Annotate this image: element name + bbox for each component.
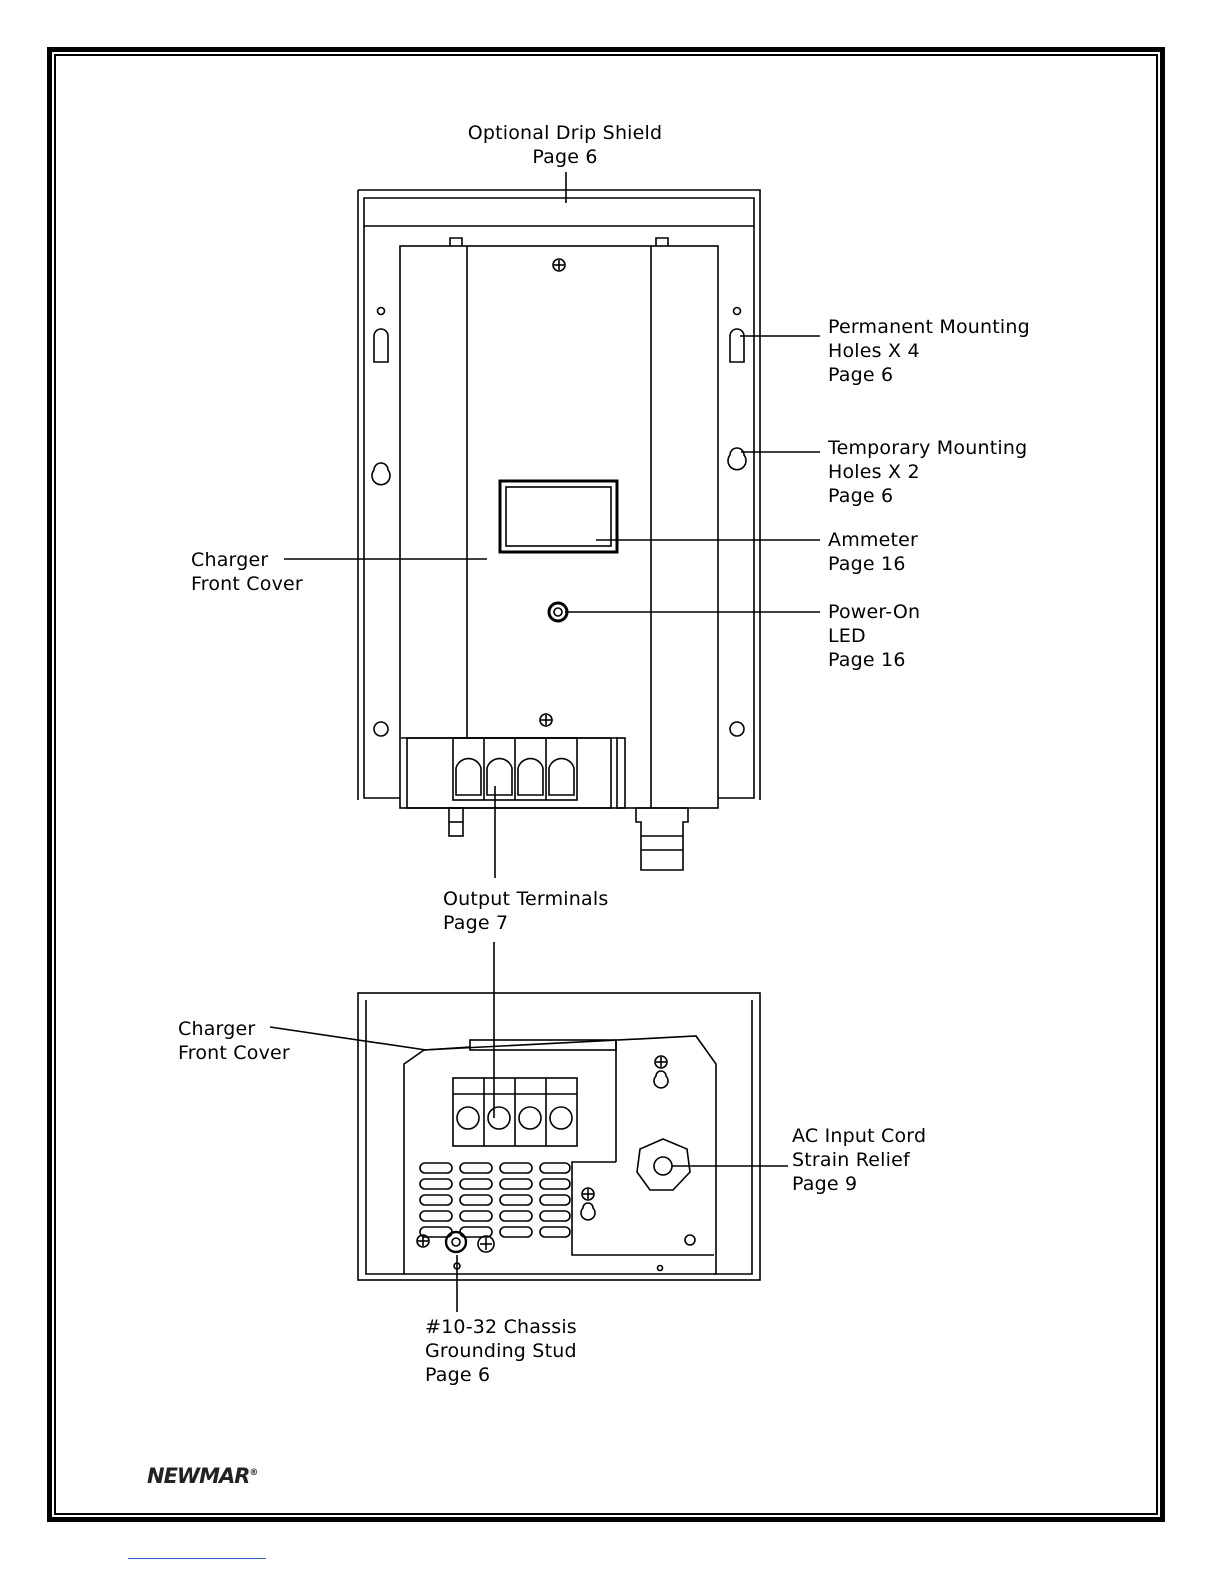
- vent-slots: [420, 1163, 570, 1237]
- strain-relief-nut: [637, 1139, 690, 1190]
- permanent-hole-right: [730, 329, 744, 362]
- keyhole-left: [372, 463, 390, 485]
- permanent-hole-left: [374, 329, 388, 362]
- leader-front-cover-bottom: [270, 1027, 426, 1050]
- drip-shield-outline: [358, 190, 760, 800]
- terminal-block: [407, 738, 611, 808]
- grounding-stud: [446, 1232, 466, 1252]
- strain-relief-front: [636, 808, 688, 870]
- charger-body: [400, 246, 718, 808]
- drip-shield-lip: [364, 198, 754, 226]
- footer-link-line: [128, 1558, 266, 1559]
- bottom-body: [404, 1036, 716, 1274]
- newmar-logo: NEWMAR®: [147, 1464, 257, 1488]
- ammeter-window: [500, 481, 617, 552]
- power-led: [549, 603, 567, 621]
